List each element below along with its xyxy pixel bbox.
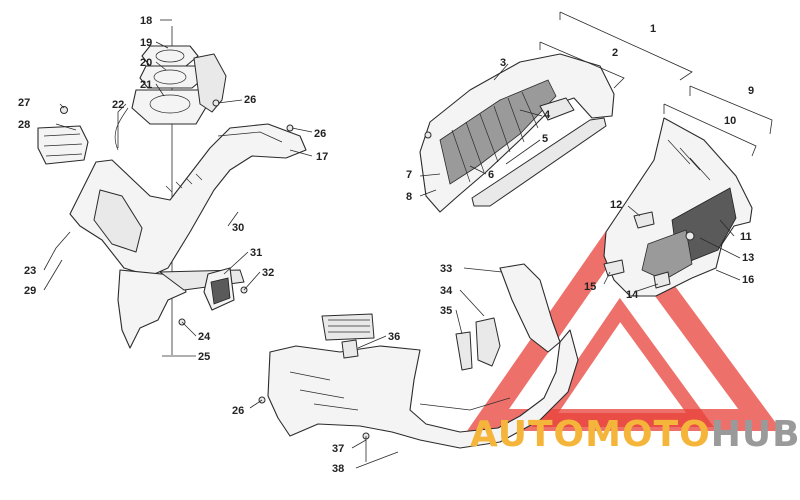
- leader-lines: [43, 19, 741, 469]
- callout-35: 35: [440, 305, 452, 317]
- callout-15: 15: [584, 281, 596, 293]
- callout-16: 16: [742, 274, 754, 286]
- group-bracket-lines: [539, 11, 773, 157]
- watermark-auto: AUTO: [470, 414, 586, 455]
- callout-34: 34: [440, 285, 453, 297]
- callout-9: 9: [748, 85, 754, 97]
- callout-17: 17: [316, 151, 328, 163]
- callout-10: 10: [724, 115, 736, 127]
- callout-28: 28: [18, 119, 30, 131]
- callout-27: 27: [18, 97, 30, 109]
- callout-1: 1: [650, 23, 656, 35]
- callout-22: 22: [112, 99, 124, 111]
- watermark-moto: MOTO: [585, 414, 711, 455]
- callout-7: 7: [406, 169, 412, 181]
- upper-duct-assembly: [114, 26, 227, 355]
- callout-14: 14: [626, 289, 639, 301]
- right-side-panel: [603, 117, 753, 297]
- callout-29: 29: [24, 285, 36, 297]
- callout-32: 32: [262, 267, 274, 279]
- callout-30: 30: [232, 222, 244, 234]
- callout-20: 20: [140, 57, 152, 69]
- watermark-text: AUTOMOTOHUB: [470, 414, 800, 455]
- callout-25: 25: [198, 351, 210, 363]
- callout-21: 21: [140, 79, 152, 91]
- callout-4: 4: [544, 109, 551, 121]
- callout-3: 3: [500, 57, 506, 69]
- callout-5: 5: [542, 133, 548, 145]
- callout-26-a: 26: [244, 94, 256, 106]
- watermark-hub: HUB: [710, 414, 800, 455]
- callout-38: 38: [332, 463, 344, 475]
- callout-13: 13: [742, 252, 754, 264]
- callout-31: 31: [250, 247, 262, 259]
- callout-26-c: 26: [232, 405, 244, 417]
- callout-18: 18: [140, 15, 152, 27]
- callout-11: 11: [740, 231, 752, 243]
- left-side-panel: [419, 53, 615, 213]
- callout-8: 8: [406, 191, 412, 203]
- callout-2: 2: [612, 47, 618, 59]
- callout-26-b: 26: [314, 128, 326, 140]
- callout-33: 33: [440, 263, 452, 275]
- callout-labels: 1 2 3 4 5 6 7 8 9 10 11 12 13 14 15 16 1…: [18, 15, 754, 475]
- callout-23: 23: [24, 265, 36, 277]
- callout-6: 6: [488, 169, 494, 181]
- callout-19: 19: [140, 37, 152, 49]
- callout-36: 36: [388, 331, 400, 343]
- callout-24: 24: [198, 331, 211, 343]
- callout-37: 37: [332, 443, 344, 455]
- callout-12: 12: [610, 199, 622, 211]
- front-frame-body: [37, 99, 307, 349]
